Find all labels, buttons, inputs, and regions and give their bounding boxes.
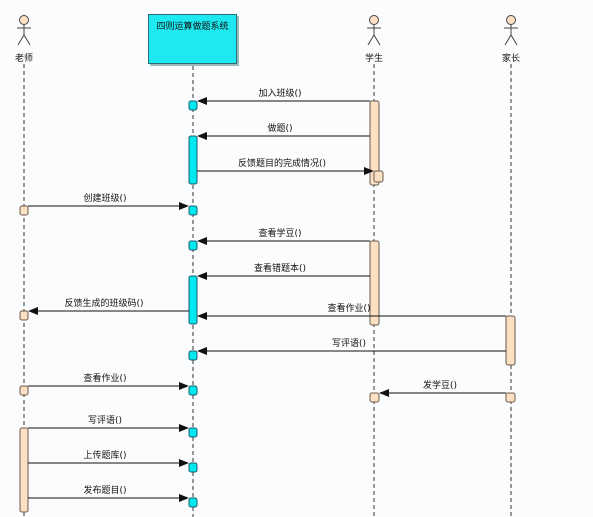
msg-label-m8: 查看作业()	[327, 302, 370, 314]
activation-parent-2	[505, 392, 516, 403]
activation-student-1	[369, 100, 380, 186]
msg-label-m6: 查看错题本()	[254, 262, 306, 274]
student-actor-icon	[367, 15, 381, 46]
activation-system-5	[188, 275, 198, 325]
activation-teacher-1	[19, 205, 29, 216]
msg-label-m13: 上传题库()	[83, 449, 126, 461]
activation-parent-1	[505, 315, 516, 366]
activation-system-3	[188, 205, 198, 216]
msg-label-m14: 发布题目()	[83, 484, 126, 496]
teacher-actor-icon	[17, 15, 31, 46]
msg-label-m2: 做题()	[267, 122, 292, 134]
msg-label-m11: 发学豆()	[423, 379, 457, 391]
msg-label-m7: 反馈生成的班级码()	[64, 297, 143, 309]
activation-teacher-3	[19, 385, 29, 396]
msg-label-m3: 反馈题目的完成情况()	[238, 157, 326, 169]
activation-system-10	[188, 497, 198, 508]
teacher-actor-label: 老师	[14, 54, 33, 64]
activation-student-2	[369, 240, 380, 326]
msg-label-m12: 写评语()	[88, 415, 122, 426]
msg-label-m1: 加入班级()	[258, 87, 301, 99]
activation-student-3	[369, 392, 380, 403]
system-object-box: 四则运算做题系统	[148, 14, 237, 64]
activation-system-1	[188, 100, 198, 111]
msg-label-m10: 查看作业()	[83, 372, 126, 384]
activation-system-8	[188, 427, 198, 438]
activation-system-6	[188, 350, 198, 361]
system-object-label: 四则运算做题系统	[156, 22, 229, 32]
student-actor-label: 学生	[364, 54, 383, 64]
msg-label-m9: 写评语()	[332, 338, 366, 349]
parent-actor-icon	[504, 15, 518, 46]
msg-label-m4: 创建班级()	[83, 192, 126, 204]
activation-system-9	[188, 462, 198, 473]
activation-student-1b	[373, 170, 384, 183]
activation-teacher-2	[19, 310, 29, 321]
parent-actor-label: 家长	[501, 54, 520, 64]
activation-system-7	[188, 385, 198, 396]
activation-system-2	[188, 135, 198, 185]
msg-label-m5: 查看学豆()	[258, 227, 301, 239]
activation-system-4	[188, 240, 198, 251]
activation-teacher-4	[19, 427, 29, 513]
